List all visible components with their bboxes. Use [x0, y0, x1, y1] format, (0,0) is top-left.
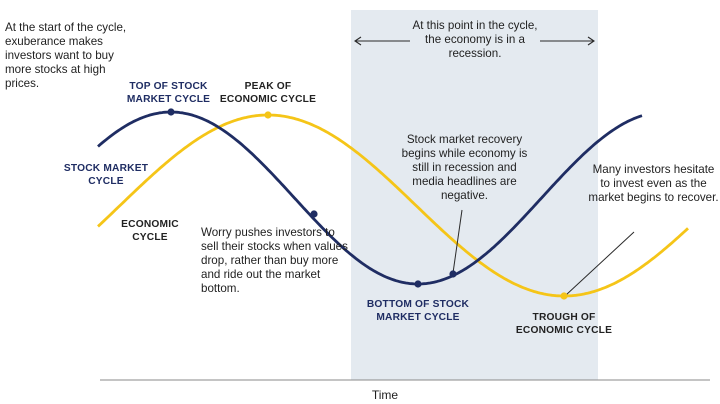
- top-of-stock-label: TOP OF STOCK MARKET CYCLE: [126, 81, 211, 105]
- worry-point-marker: [310, 210, 318, 218]
- recession-note: At this point in the cycle, the economy …: [412, 19, 538, 60]
- x-axis-label: Time: [371, 388, 399, 402]
- recovery-note: Stock market recovery begins while econo…: [401, 133, 528, 202]
- economic-cycle-label: ECONOMIC CYCLE: [121, 219, 179, 243]
- recession-band: [351, 10, 598, 380]
- leader-lines: [452, 209, 635, 296]
- stock-market-cycle-curve: [97, 110, 643, 286]
- trough-of-economic-label: TROUGH OF ECONOMIC CYCLE: [515, 312, 613, 336]
- recession-arrow: [354, 36, 595, 46]
- worry-note: Worry pushes investors to sell their sto…: [201, 226, 348, 295]
- peak-of-economic-label: PEAK OF ECONOMIC CYCLE: [219, 81, 317, 105]
- trough-of-economic-marker: [560, 292, 568, 300]
- recovery-point-marker: [449, 270, 457, 278]
- top-of-stock-marker: [167, 108, 175, 116]
- hesitate-note: Many investors hesitate to invest even a…: [588, 163, 719, 204]
- peak-of-economic-marker: [264, 111, 272, 119]
- stock-market-cycle-label: STOCK MARKET CYCLE: [63, 163, 149, 187]
- economic-cycle-curve: [97, 113, 689, 298]
- bottom-of-stock-label: BOTTOM OF STOCK MARKET CYCLE: [366, 299, 470, 323]
- start-note: At the start of the cycle, exuberance ma…: [5, 21, 127, 90]
- bottom-of-stock-marker: [414, 280, 422, 288]
